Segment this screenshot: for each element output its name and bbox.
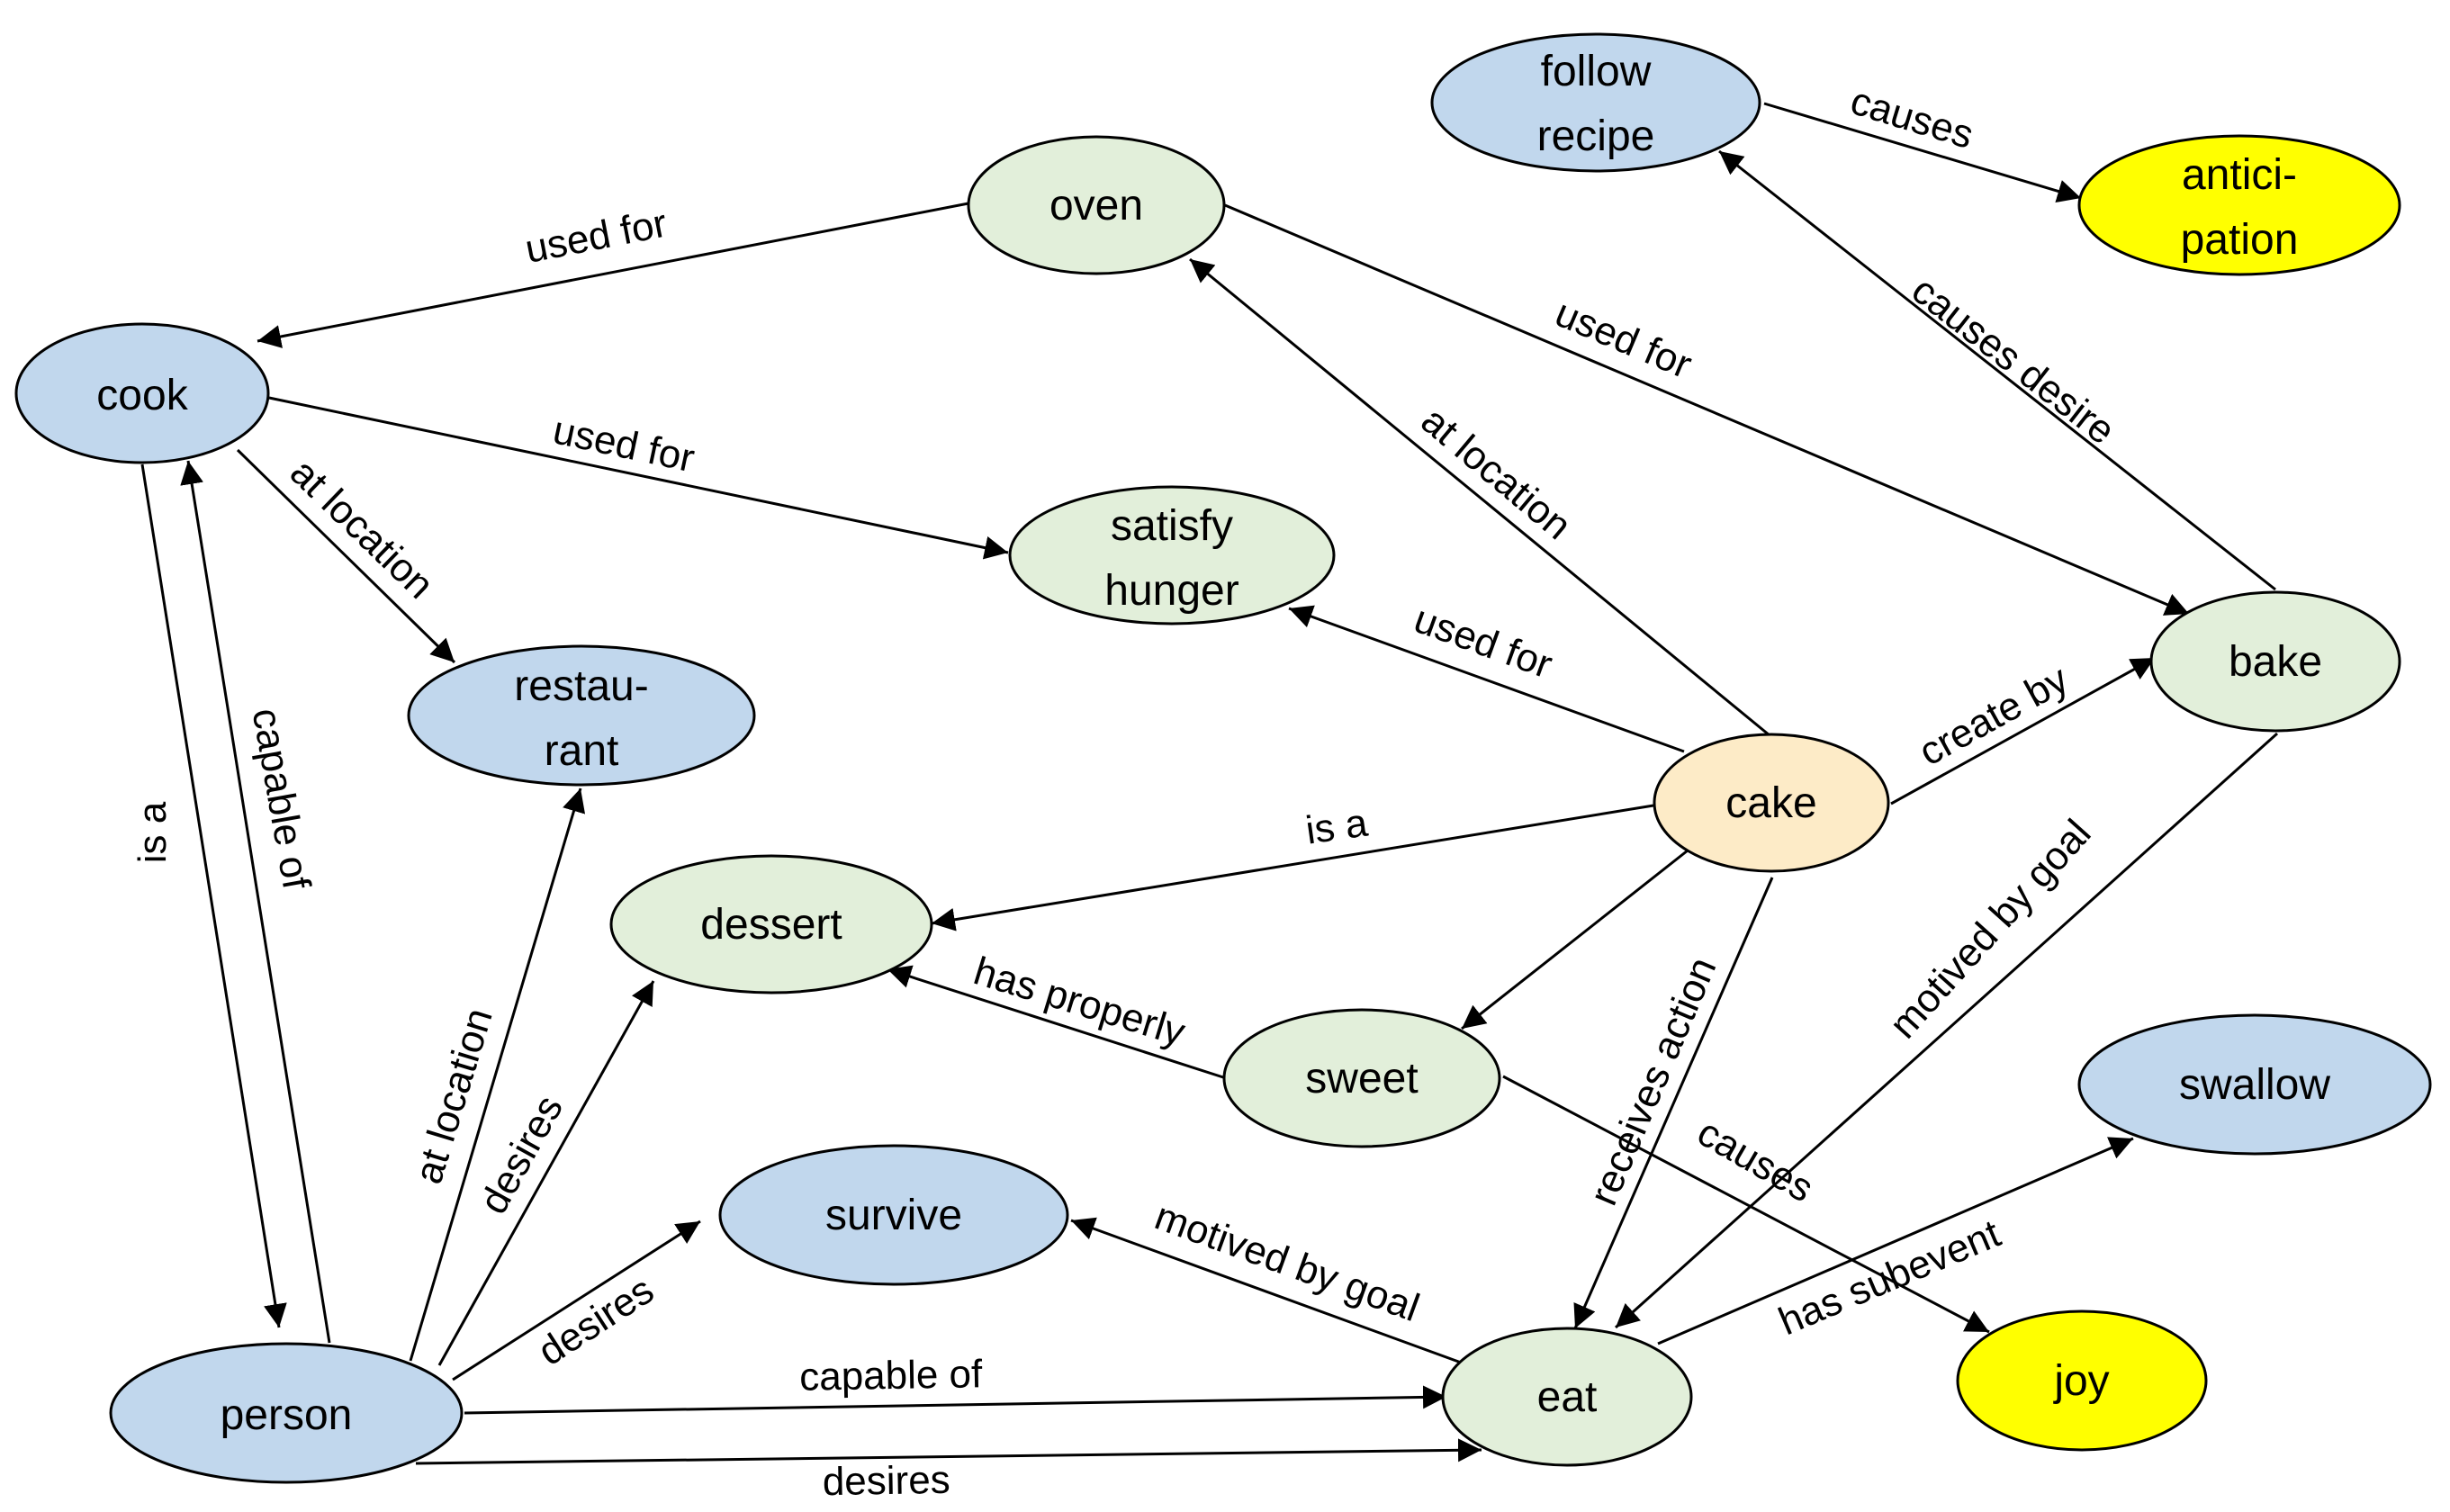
edge-person-eat-capable [464,1385,1447,1415]
edge-label-person-cook: capable of [244,705,320,893]
node-oven-shape [967,135,1226,275]
edge-label-cake-satisfy: used for [1409,597,1558,687]
edge-oven-bake [1224,203,2190,616]
node-person[interactable]: person [109,1342,464,1484]
node-cook[interactable]: cook [14,322,270,464]
node-oven-label: oven [1049,182,1143,230]
node-eat-label: eat [1537,1373,1598,1421]
edge-label-sweet-joy: causes [1690,1110,1821,1210]
edge-person-survive [452,1220,701,1382]
node-bake[interactable]: bake [2149,590,2401,733]
node-follow-recipe-shape [1430,32,1761,173]
edge-cake-satisfy [1288,605,1685,753]
node-restaurant-label-line2: rant [545,727,619,775]
node-dessert-label: dessert [700,901,842,949]
edges [140,102,2279,1465]
node-oven[interactable]: oven [967,135,1226,275]
node-cook-label: cook [96,372,188,419]
edge-cook-restaurant [236,448,456,664]
node-eat[interactable]: eat [1441,1327,1693,1467]
edge-cake-sweet [1461,849,1689,1030]
node-anticipation-shape [2077,134,2401,276]
node-eat-shape [1441,1327,1693,1467]
edge-label-cake-dessert: is a [1303,801,1371,853]
node-satisfy-hunger[interactable]: satisfy hunger [1008,485,1336,626]
node-sweet-shape [1222,1008,1501,1148]
node-cake-label: cake [1725,779,1816,827]
edge-label-follow-anticipation: causes [1845,78,1978,158]
node-cake-shape [1653,733,1890,873]
edge-label-cook-restaurant: at location [282,450,442,608]
node-follow-recipe[interactable]: follow recipe [1430,32,1761,173]
edge-person-dessert [437,980,655,1366]
node-cook-shape [14,322,270,464]
node-follow-recipe-label-line2: recipe [1537,112,1655,160]
node-restaurant-shape [407,644,756,787]
node-joy-label: joy [2052,1357,2109,1405]
node-anticipation-label-line1: antici- [2182,151,2297,199]
edge-follow-anticipation [1763,102,2082,203]
node-swallow[interactable]: swallow [2077,1013,2432,1156]
edge-label-sweet-dessert: has properly [968,949,1190,1055]
edge-label-person-restaurant: at location [406,1004,501,1189]
edge-label-bake-follow: causes desire [1904,268,2123,454]
edge-cake-oven [1189,257,1770,737]
edge-label-cake-eat: receives action [1581,951,1725,1211]
node-anticipation[interactable]: antici- pation [2077,134,2401,276]
edge-label-person-survive: desires [530,1268,662,1374]
node-person-shape [109,1342,464,1484]
edge-cook-satisfy [268,396,1009,560]
edge-sweet-joy [1502,1075,1990,1334]
node-follow-recipe-label-line1: follow [1541,48,1652,95]
node-satisfy-hunger-label-line1: satisfy [1111,502,1233,550]
edge-label-eat-survive: motived by goal [1149,1194,1425,1330]
node-joy-shape [1956,1310,2208,1452]
edge-label-bake-eat: motived by goal [1881,811,2100,1047]
node-joy[interactable]: joy [1956,1310,2208,1452]
edge-label-person-eat-desires: desires [822,1458,950,1504]
node-satisfy-hunger-label-line2: hunger [1104,567,1239,615]
node-swallow-label: swallow [2179,1061,2330,1109]
edge-cake-bake [1890,656,2156,806]
edge-label-cake-oven: at location [1413,399,1580,548]
node-swallow-shape [2077,1013,2432,1156]
node-bake-shape [2149,590,2401,733]
node-bake-label: bake [2229,638,2322,686]
node-sweet[interactable]: sweet [1222,1008,1501,1148]
edge-cake-dessert [931,804,1654,932]
node-sweet-label: sweet [1305,1055,1418,1102]
edge-label-oven-cook: used for [522,202,671,272]
node-survive[interactable]: survive [718,1144,1069,1286]
node-satisfy-hunger-shape [1008,485,1336,626]
edge-eat-swallow [1657,1137,2134,1346]
edge-label-cook-person: is a [131,801,175,863]
edge-person-restaurant [409,788,586,1362]
node-survive-label: survive [825,1192,962,1239]
edge-cook-person [140,464,287,1328]
node-dessert[interactable]: dessert [609,854,933,994]
node-dessert-shape [609,854,933,994]
edge-label-person-eat-capable: capable of [799,1352,984,1400]
edge-bake-eat [1614,732,2279,1329]
edge-bake-follow [1718,149,2276,591]
node-person-label: person [221,1391,353,1439]
edge-person-cook [180,460,331,1344]
edge-label-cook-satisfy: used for [549,408,698,481]
edge-sweet-dessert [887,965,1224,1079]
node-restaurant-label-line1: restau- [514,662,648,710]
edge-person-eat-desires [415,1438,1482,1465]
node-cake[interactable]: cake [1653,733,1890,873]
edge-eat-survive [1070,1217,1464,1365]
nodes: cook restau- rant person survive follow … [14,32,2432,1484]
edge-oven-cook [257,202,969,348]
node-restaurant[interactable]: restau- rant [407,644,756,787]
node-anticipation-label-line2: pation [2181,216,2299,264]
node-survive-shape [718,1144,1069,1286]
edge-cake-eat [1573,877,1774,1329]
